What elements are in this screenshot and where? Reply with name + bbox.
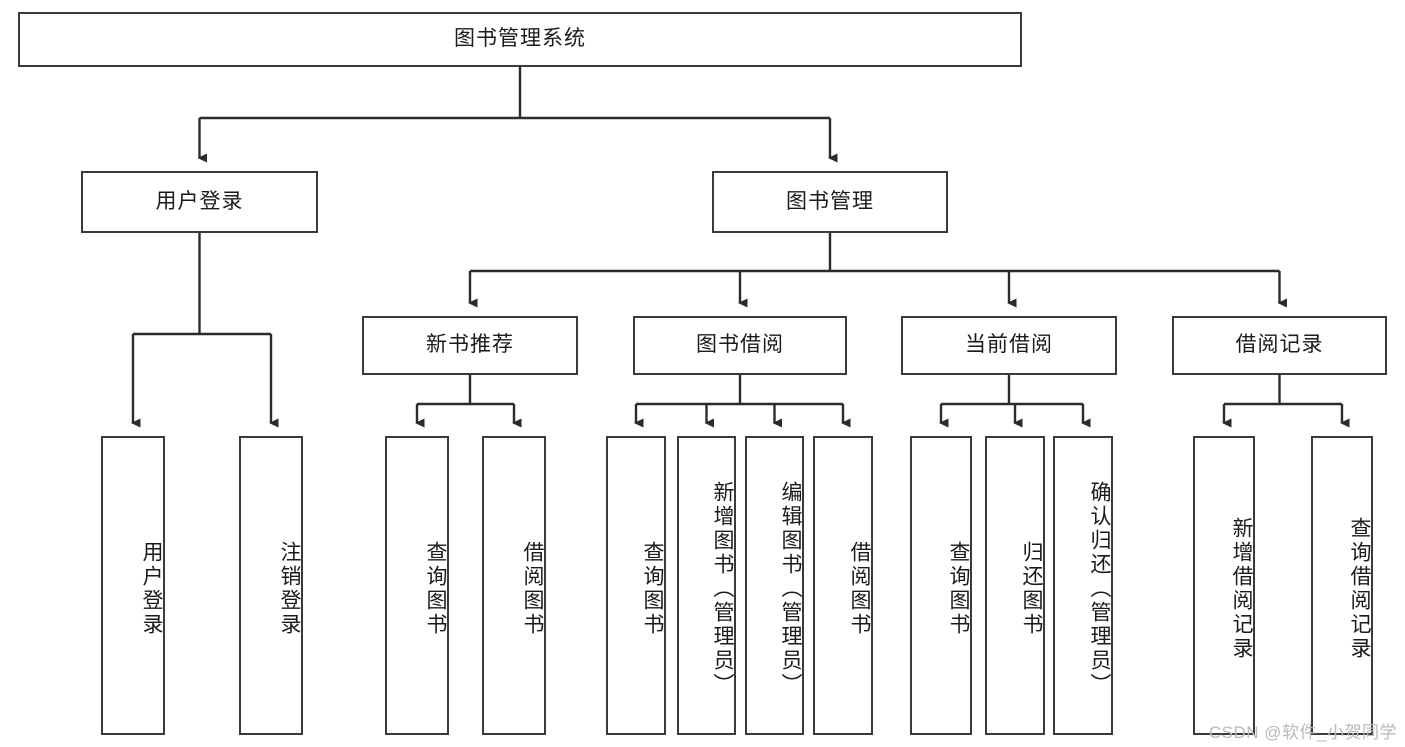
leaf-add-book-admin[interactable]: 新增图书（管理员） — [677, 436, 736, 735]
leaf-logout[interactable]: 注销登录 — [239, 436, 303, 735]
node-book-management[interactable]: 图书管理 — [712, 171, 948, 233]
leaf-logout-label: 注销登录 — [278, 540, 301, 637]
leaf-confirm-return-admin-label: 确认归还（管理员） — [1088, 480, 1111, 697]
node-new-book-recommend[interactable]: 新书推荐 — [362, 316, 578, 375]
leaf-query-books-current[interactable]: 查询图书 — [910, 436, 972, 735]
leaf-edit-book-admin[interactable]: 编辑图书（管理员） — [745, 436, 804, 735]
leaf-add-borrow-record-label: 新增借阅记录 — [1230, 516, 1253, 661]
node-current-borrow[interactable]: 当前借阅 — [901, 316, 1117, 375]
node-book-borrow[interactable]: 图书借阅 — [633, 316, 847, 375]
leaf-user-login[interactable]: 用户登录 — [101, 436, 165, 735]
leaf-query-books-borrow[interactable]: 查询图书 — [606, 436, 666, 735]
leaf-confirm-return-admin[interactable]: 确认归还（管理员） — [1053, 436, 1113, 735]
leaf-query-borrow-record-label: 查询借阅记录 — [1348, 516, 1371, 661]
leaf-add-book-admin-label: 新增图书（管理员） — [711, 480, 734, 697]
leaf-query-books-new[interactable]: 查询图书 — [385, 436, 449, 735]
leaf-return-books[interactable]: 归还图书 — [985, 436, 1045, 735]
leaf-add-borrow-record[interactable]: 新增借阅记录 — [1193, 436, 1255, 735]
node-user-login[interactable]: 用户登录 — [81, 171, 318, 233]
node-root[interactable]: 图书管理系统 — [18, 12, 1022, 67]
leaf-query-borrow-record[interactable]: 查询借阅记录 — [1311, 436, 1373, 735]
leaf-query-books-current-label: 查询图书 — [947, 540, 970, 637]
leaf-borrow-books-new[interactable]: 借阅图书 — [482, 436, 546, 735]
leaf-borrow-books-label: 借阅图书 — [848, 540, 871, 637]
node-root-label: 图书管理系统 — [454, 27, 586, 51]
leaf-return-books-label: 归还图书 — [1020, 540, 1043, 637]
node-borrow-records-label: 借阅记录 — [1235, 333, 1324, 357]
leaf-query-books-borrow-label: 查询图书 — [641, 540, 664, 637]
node-book-borrow-label: 图书借阅 — [696, 333, 784, 357]
leaf-user-login-label: 用户登录 — [140, 540, 163, 637]
node-user-login-label: 用户登录 — [155, 189, 244, 213]
leaf-query-books-new-label: 查询图书 — [424, 540, 447, 637]
csdn-watermark: CSDN @软件_小贺同学 — [1208, 723, 1397, 742]
node-book-management-label: 图书管理 — [786, 189, 874, 213]
leaf-edit-book-admin-label: 编辑图书（管理员） — [779, 480, 802, 697]
node-new-book-recommend-label: 新书推荐 — [426, 333, 514, 357]
leaf-borrow-books[interactable]: 借阅图书 — [813, 436, 873, 735]
leaf-borrow-books-new-label: 借阅图书 — [521, 540, 544, 637]
node-borrow-records[interactable]: 借阅记录 — [1172, 316, 1387, 375]
node-current-borrow-label: 当前借阅 — [965, 333, 1053, 357]
